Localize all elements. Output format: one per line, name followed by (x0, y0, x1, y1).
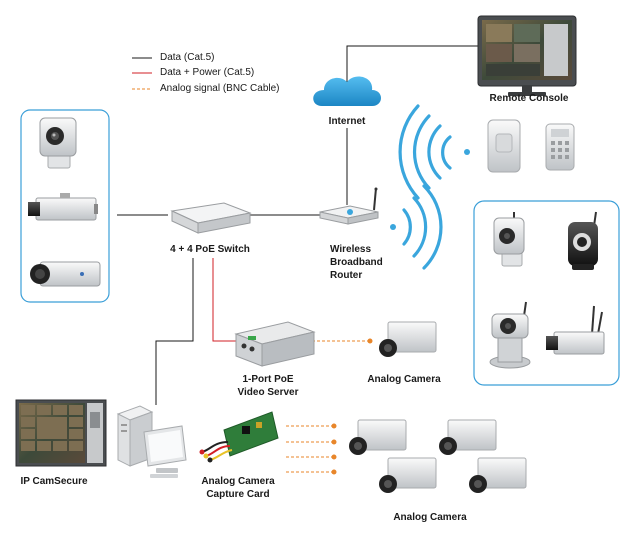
ip-camsecure-label: IP CamSecure (20, 476, 88, 487)
monitor-icon (143, 425, 187, 478)
line-switch-to-computer (155, 258, 194, 405)
camera-icon (379, 321, 437, 357)
router-label-line2: Broadband (330, 257, 383, 268)
analog-connector-dot (367, 338, 373, 344)
internet-label: Internet (328, 116, 366, 127)
camera-icon (469, 457, 527, 493)
camera-icon (546, 305, 605, 355)
monitor-icon (15, 399, 107, 467)
camera-icon (489, 301, 531, 369)
camera-icon (439, 419, 497, 455)
camera-icon (39, 117, 77, 169)
router-label-line3: Router (330, 270, 363, 281)
camera-icon (30, 261, 101, 287)
capture-card-label-line2: Capture Card (206, 489, 270, 500)
legend-power-label: Data + Power (Cat.5) (160, 67, 255, 78)
analog-camera-group-label: Analog Camera (393, 512, 467, 523)
wifi-signal-left (390, 184, 443, 270)
legend-data-label: Data (Cat.5) (160, 52, 215, 63)
video-server-label-line1: 1-Port PoE (242, 374, 294, 385)
sensor-icon (487, 119, 521, 173)
wifi-signal-top (398, 104, 470, 200)
camera-icon (349, 419, 407, 455)
cloud-icon (313, 76, 381, 106)
monitor-icon (477, 15, 577, 96)
camera-icon (28, 193, 98, 221)
sensor-icon (545, 123, 575, 171)
switch-icon (170, 202, 252, 234)
capture-card-analog-lines (286, 423, 337, 475)
capture-card-icon (199, 411, 279, 463)
camera-icon (493, 212, 525, 267)
video-server-icon (234, 321, 316, 367)
router-label-line1: Wireless (330, 244, 372, 255)
router-icon (319, 187, 379, 225)
line-internet-to-console (346, 45, 478, 82)
legend-analog-label: Analog signal (BNC Cable) (160, 83, 280, 94)
camera-icon (379, 457, 437, 493)
legend (132, 57, 152, 90)
capture-card-label-line1: Analog Camera (201, 476, 275, 487)
camera-icon (568, 211, 598, 270)
video-server-label-line2: Video Server (237, 387, 299, 398)
analog-camera-single-label: Analog Camera (367, 374, 441, 385)
line-switch-to-video-server (212, 258, 236, 342)
connections (117, 45, 478, 475)
remote-console-label: Remote Console (489, 93, 569, 104)
poe-switch-label: 4 + 4 PoE Switch (170, 244, 250, 255)
